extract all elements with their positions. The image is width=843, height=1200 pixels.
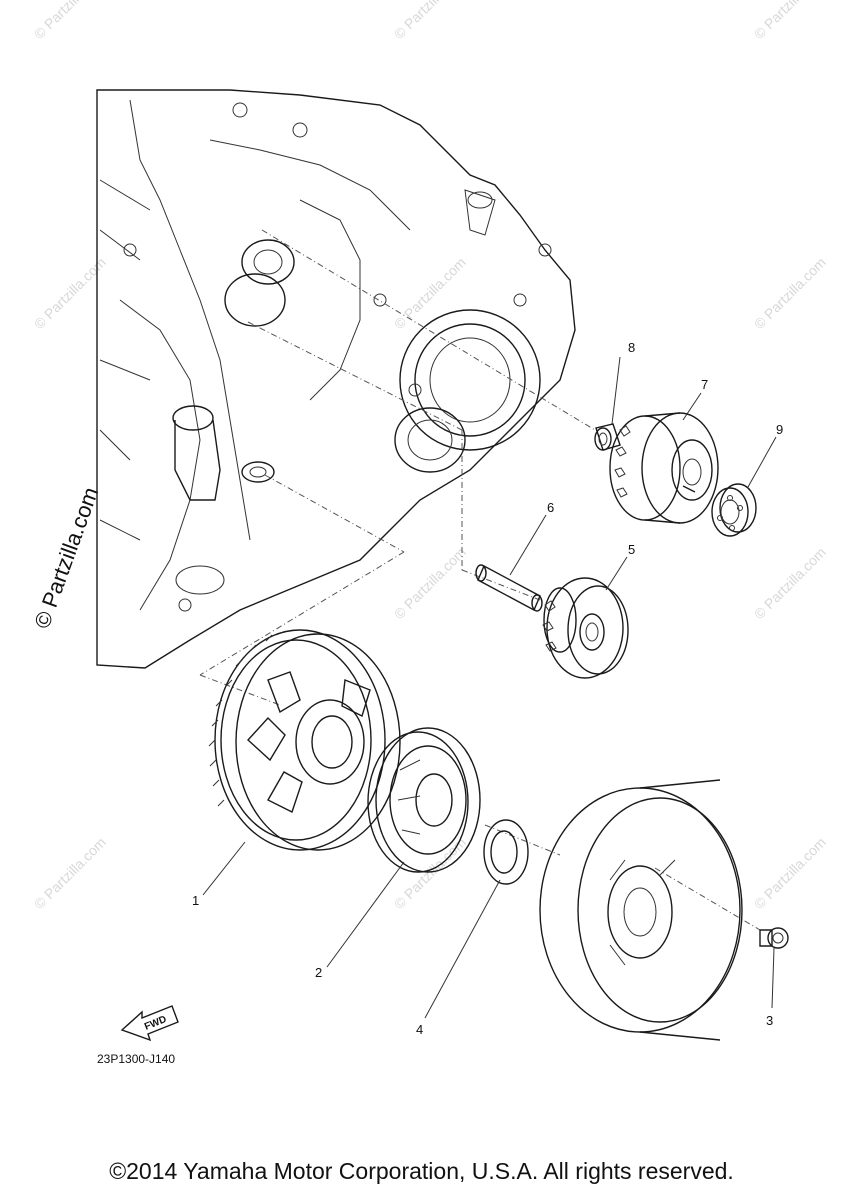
part-9-bearing <box>711 483 757 537</box>
callout-3: 3 <box>766 1013 773 1028</box>
rotor-cover <box>539 779 743 1041</box>
leader-lines <box>202 356 777 1019</box>
part-6-shaft <box>475 564 543 612</box>
copyright-notice: ©2014 Yamaha Motor Corporation, U.S.A. A… <box>109 1158 734 1184</box>
part-8-collar <box>594 423 621 451</box>
watermark: © Partzilla.com <box>751 834 829 912</box>
callout-8: 8 <box>628 340 635 355</box>
side-watermark: © Partzilla.com <box>29 484 103 632</box>
callouts: 8 7 9 6 5 1 2 4 3 <box>192 340 783 1037</box>
part-4-washer <box>483 819 529 885</box>
part-code: 23P1300-J140 <box>97 1052 175 1066</box>
callout-2: 2 <box>315 965 322 980</box>
fwd-arrow-icon: FWD <box>120 1005 179 1042</box>
part-7-gear <box>609 412 719 524</box>
callout-9: 9 <box>776 422 783 437</box>
callout-5: 5 <box>628 542 635 557</box>
watermark: © Partzilla.com <box>751 254 829 332</box>
part-2-clutch <box>367 727 481 873</box>
watermark: © Partzilla.com <box>31 834 109 912</box>
watermark: © Partzilla.com <box>391 254 469 332</box>
fwd-label: FWD <box>143 1014 168 1033</box>
watermark: © Partzilla.com <box>391 544 469 622</box>
callout-4: 4 <box>416 1022 423 1037</box>
part-3-bolt <box>759 927 789 949</box>
callout-1: 1 <box>192 893 199 908</box>
callout-6: 6 <box>547 500 554 515</box>
watermark: © Partzilla.com <box>391 0 469 42</box>
watermark: © Partzilla.com <box>31 0 109 42</box>
alignment-lines <box>199 229 761 931</box>
watermark: © Partzilla.com <box>751 0 829 42</box>
part-1-starter-gear <box>208 629 401 851</box>
crankcase-drawing <box>96 89 576 669</box>
watermark: © Partzilla.com <box>751 544 829 622</box>
part-5-idler-gear <box>542 577 629 679</box>
callout-7: 7 <box>701 377 708 392</box>
